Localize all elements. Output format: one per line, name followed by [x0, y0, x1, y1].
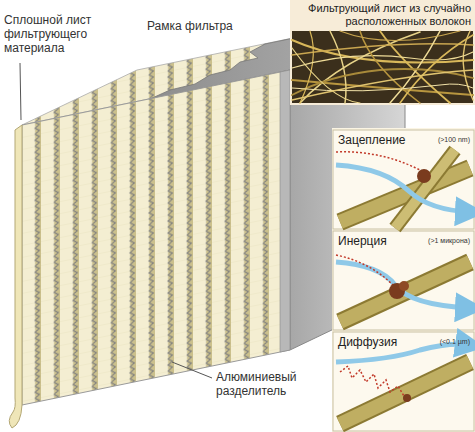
fibre-panel: Фильтрующий лист из случайно расположенн… — [292, 2, 473, 27]
size-note: (>100 nm) — [438, 134, 470, 144]
callout-label: Алюминиевый разделитель — [216, 371, 326, 399]
size-note: (>1 микрона) — [428, 235, 470, 245]
mechanism-title: Диффузия — [338, 336, 397, 350]
mechanism-title: Инерция — [338, 235, 387, 249]
mechanism-panel: Диффузия (<0.1 µm) — [334, 333, 473, 353]
frame-label: Рамка фильтра — [147, 20, 237, 34]
panel-title: Фильтрующий лист из случайно расположенн… — [294, 2, 471, 27]
mechanism-panel: Инерция (>1 микрона) — [334, 232, 473, 252]
callout-label: Сплошной лист фильтрующего материала — [4, 14, 116, 55]
mechanism-title: Зацепление — [338, 134, 406, 148]
size-note: (<0.1 µm) — [440, 336, 470, 346]
mechanism-panel: Зацепление (>100 nm) — [334, 131, 473, 151]
